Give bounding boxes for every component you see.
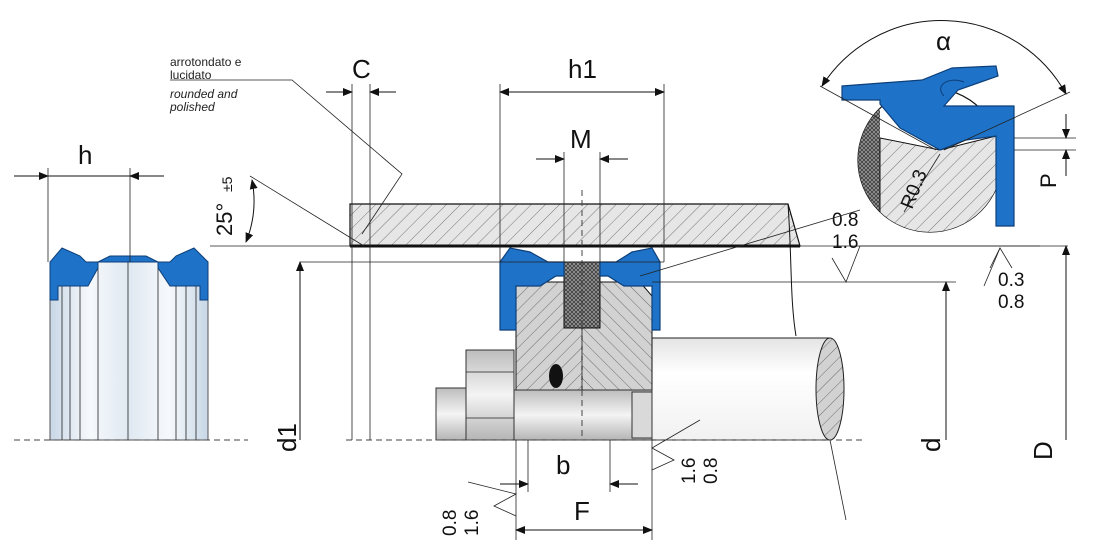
rod — [651, 337, 847, 521]
roughness-bottom: 0.8 1.6 — [440, 481, 518, 536]
roughness-groove: 1.6 0.8 — [651, 419, 722, 484]
label-d: d — [916, 438, 946, 452]
dimension-h1: h1 — [499, 54, 665, 262]
roughness-bore-b: 0.8 — [998, 292, 1024, 313]
detail-leader — [639, 209, 861, 277]
label-P: P — [1036, 173, 1061, 188]
label-F: F — [574, 496, 590, 526]
chamfer-angle: 25° ±5 — [210, 175, 365, 247]
label-angle-tol: ±5 — [219, 176, 235, 192]
dimension-C: C — [326, 54, 396, 440]
roughness-rod-a: 0.8 — [832, 210, 858, 231]
roughness-bottom-a: 0.8 — [440, 510, 461, 536]
dimension-D: D — [1028, 245, 1070, 460]
seal-exterior-view — [14, 247, 248, 441]
roughness-rod: 0.8 1.6 — [831, 210, 1040, 283]
rounded-polished-note: arrotondato e lucidato rounded and polis… — [169, 55, 403, 235]
dimension-F: F — [515, 440, 653, 540]
nut — [435, 349, 653, 441]
label-angle: 25° — [212, 203, 237, 236]
dimension-M: M — [536, 124, 628, 262]
note-en-line2: polished — [169, 100, 215, 114]
dimension-d: d — [916, 281, 950, 452]
note-en-line1: rounded and — [170, 87, 238, 101]
roughness-groove-b: 0.8 — [701, 458, 722, 484]
label-h1: h1 — [568, 54, 597, 84]
dimension-d1: d1 — [272, 261, 304, 452]
lip-detail: α R0.3 P — [819, 20, 1076, 233]
label-d1: d1 — [272, 423, 302, 452]
label-alpha: α — [936, 26, 951, 56]
roughness-bottom-b: 1.6 — [462, 510, 483, 536]
label-b: b — [556, 450, 570, 480]
label-C: C — [352, 54, 371, 84]
label-M: M — [570, 124, 592, 154]
roughness-bore-a: 0.3 — [998, 270, 1024, 291]
note-it-line2: lucidato — [170, 68, 212, 82]
note-it-line1: arrotondato e — [170, 55, 242, 69]
dimension-b: b — [500, 440, 638, 492]
label-D: D — [1028, 441, 1058, 460]
dimension-h: h — [14, 140, 164, 262]
roughness-bore: 0.3 0.8 — [983, 247, 1024, 313]
roughness-rod-b: 1.6 — [832, 232, 858, 253]
roughness-groove-a: 1.6 — [679, 458, 700, 484]
label-h: h — [78, 140, 92, 170]
